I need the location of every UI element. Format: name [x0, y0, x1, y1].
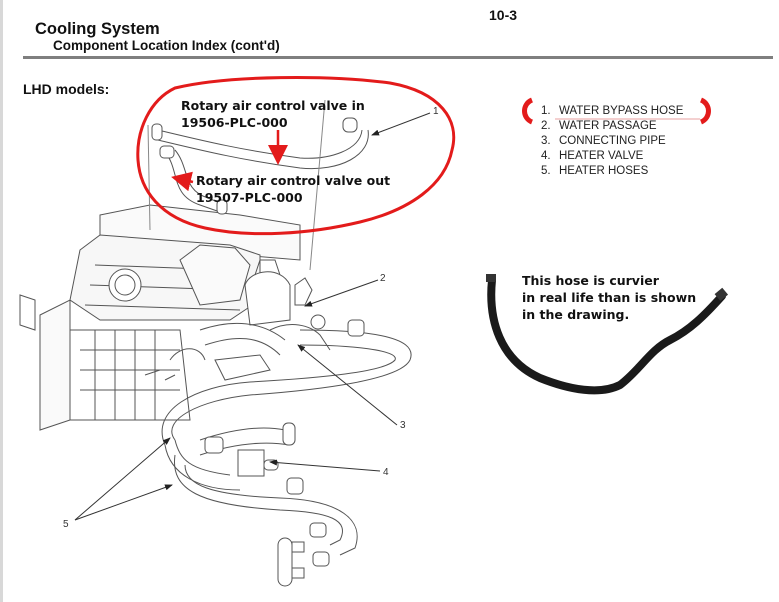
valve-out-label: Rotary air control valve out: [196, 173, 391, 188]
header-divider: [23, 56, 773, 59]
callout-3: 3: [400, 420, 406, 431]
callout-1: 1: [433, 106, 439, 117]
engine-drawing: [19, 204, 313, 431]
legend-item: 2.WATER PASSAGE: [541, 120, 657, 132]
valve-out-annotation: Rotary air control valve out 19507-PLC-0…: [196, 172, 390, 206]
page-title: Cooling System: [35, 20, 160, 38]
callout-5: 5: [63, 519, 69, 530]
legend-item: 3.CONNECTING PIPE: [541, 135, 666, 147]
section-label: LHD models:: [23, 81, 110, 97]
valve-in-annotation: Rotary air control valve in 19506-PLC-00…: [181, 97, 365, 131]
red-arrow-valve-out: [171, 171, 194, 192]
page-number: 10-3: [489, 7, 518, 23]
legend-item: 1.WATER BYPASS HOSE: [541, 105, 684, 117]
red-highlight-circle: [136, 76, 456, 236]
real-hose-photo: [486, 274, 729, 395]
legend-highlight-right: [699, 97, 711, 125]
note-line: in real life than is shown: [522, 290, 697, 305]
callout-2: 2: [380, 273, 386, 284]
leader-5b: [74, 484, 173, 521]
leader-3: [297, 344, 398, 426]
valve-out-part-number: 19507-PLC-000: [196, 190, 303, 205]
note-line: This hose is curvier: [522, 273, 659, 288]
callout-4: 4: [383, 467, 389, 478]
valve-in-part-number: 19506-PLC-000: [181, 115, 288, 130]
page-edge: [0, 0, 3, 602]
note-line: in the drawing.: [522, 307, 630, 322]
leader-5a: [74, 437, 171, 521]
legend-item: 5.HEATER HOSES: [541, 165, 649, 177]
hose-drawing: [147, 99, 412, 587]
leader-2: [304, 279, 379, 307]
parts-legend: 1.WATER BYPASS HOSE 2.WATER PASSAGE 3.CO…: [541, 104, 683, 179]
page-subtitle: Component Location Index (cont'd): [53, 38, 280, 53]
callout-leaders: [74, 112, 431, 521]
leader-4: [269, 459, 381, 472]
legend-highlight-left: [522, 97, 534, 125]
valve-in-label: Rotary air control valve in: [181, 98, 365, 113]
leader-1: [371, 112, 431, 136]
hose-note: This hose is curvier in real life than i…: [522, 272, 696, 323]
legend-item: 4.HEATER VALVE: [541, 150, 644, 162]
